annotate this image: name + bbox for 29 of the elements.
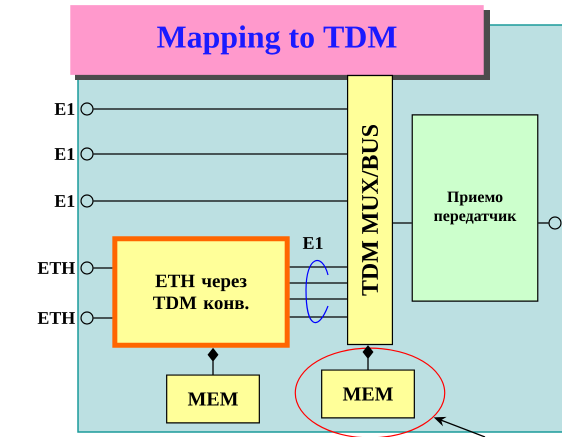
- connector-line: [538, 222, 548, 224]
- port-label: E1: [54, 148, 74, 160]
- transceiver-box: Приемо передатчик: [412, 114, 538, 302]
- connector-line: [290, 266, 347, 268]
- bus-bar: TDM MUX/BUS: [346, 74, 394, 346]
- port-label: E1: [54, 103, 74, 115]
- memory-box: MEM: [166, 374, 260, 424]
- port-circle: [80, 261, 94, 275]
- connector-line: [94, 317, 112, 319]
- port-label: ETH: [38, 312, 75, 324]
- port-circle: [80, 147, 94, 161]
- connector-line: [94, 153, 347, 155]
- converter-box: ETH через TDM конв.: [112, 236, 290, 348]
- connector-line: [290, 316, 347, 318]
- connector-line: [94, 267, 112, 269]
- connector-line: [94, 200, 347, 202]
- bundle-label: E1: [302, 237, 323, 249]
- connector-line: [94, 108, 347, 110]
- title-box: Mapping to TDM: [70, 5, 490, 80]
- memory-box: MEM: [321, 369, 415, 418]
- connector-line: [290, 282, 347, 284]
- port-circle: [80, 102, 94, 116]
- connector-line: [290, 298, 347, 300]
- connector-line: [393, 222, 412, 224]
- port-circle: [548, 216, 562, 230]
- port-circle: [80, 194, 94, 208]
- port-label: E1: [54, 195, 74, 207]
- port-circle: [80, 311, 94, 325]
- port-label: ETH: [38, 262, 75, 274]
